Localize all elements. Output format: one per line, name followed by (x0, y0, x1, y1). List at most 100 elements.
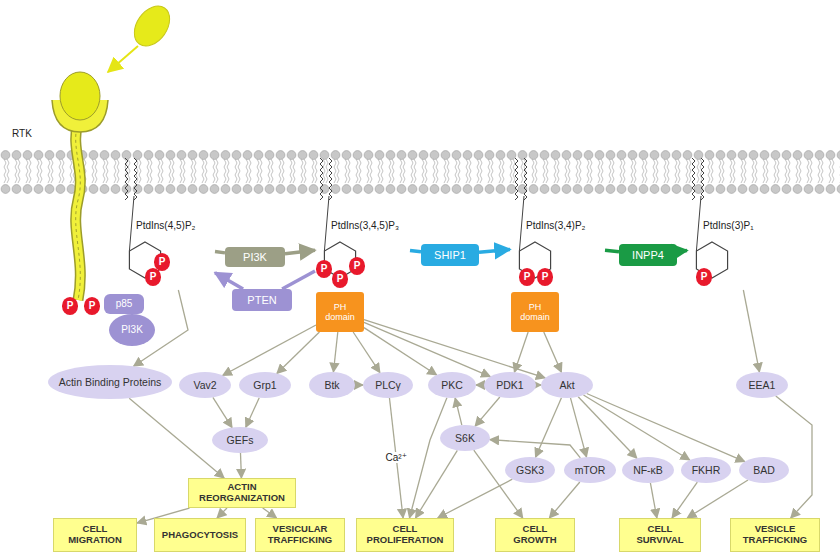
node-text: SHIP1 (434, 249, 466, 262)
enzyme-box: PI3K (225, 247, 285, 267)
phosphate-circle: P (145, 268, 161, 286)
fatty-acid-chain (320, 158, 323, 200)
node-text: P (150, 271, 157, 283)
protein-ellipse: PDK1 (484, 372, 536, 398)
lipid-tails (125, 158, 704, 251)
pathway-arrow (475, 397, 500, 426)
phosphate-circle: P (349, 257, 365, 275)
protein-ellipse: BAD (739, 457, 789, 483)
protein-ellipse: S6K (440, 425, 490, 451)
node-text: P (67, 300, 74, 312)
node-text: GSK3 (516, 464, 544, 476)
node-text: CELL GROWTH (500, 524, 570, 546)
fatty-acid-chain (692, 158, 695, 200)
receptor-tyrosine-kinase (52, 72, 108, 300)
node-text: PtdIns(3,4)P₂ (526, 220, 585, 232)
node-text: mTOR (575, 464, 606, 476)
pathway-arrow (215, 252, 225, 253)
pathway-arrow (217, 508, 227, 518)
pathway-arrow (246, 398, 259, 428)
phosphate-circle: P (316, 260, 332, 278)
outcome-box: ACTIN REORGANIZATION (188, 478, 296, 508)
pathway-arrow (677, 250, 687, 251)
node-text: Grp1 (253, 379, 276, 391)
node-text: PI3K (121, 324, 143, 336)
adaptor-box: p85 (104, 294, 144, 314)
outcome-box: VESICULAR TRAFFICKING (255, 518, 345, 552)
node-text: VESICULAR TRAFFICKING (260, 524, 340, 546)
node-text: p85 (116, 298, 133, 310)
pathway-arrow (282, 271, 315, 289)
node-text: PLCγ (375, 379, 401, 391)
node-text: P (354, 260, 361, 272)
node-text: PtdIns(4,5)P₂ (136, 220, 195, 232)
node-text: PH domain (321, 302, 359, 323)
protein-ellipse: GSK3 (505, 457, 555, 483)
pathway-arrow (544, 332, 562, 372)
pathway-arrow (364, 322, 490, 376)
lipid-headgroup: PtdIns(3,4)P₂PP (510, 200, 605, 290)
protein-ellipse: Btk (309, 372, 355, 398)
protein-ellipse: FKHR (681, 457, 732, 483)
outcome-box: CELL GROWTH (495, 518, 575, 552)
pathway-arrow (438, 479, 513, 518)
pathway-arrow (479, 249, 510, 252)
pathway-arrow (129, 398, 224, 478)
fatty-acid-chain (134, 158, 137, 200)
protein-ellipse: PKC (428, 372, 476, 398)
node-text: Actin Binding Proteins (59, 376, 162, 388)
node-text: Btk (324, 379, 339, 391)
fatty-acid-chain (125, 158, 128, 200)
outcome-box: PHAGOCYTOSIS (154, 518, 246, 552)
node-text: CELL MIGRATION (58, 524, 132, 546)
phosphate-circle: P (84, 297, 100, 315)
pathway-arrow (490, 440, 581, 458)
protein-ellipse: Akt (541, 372, 593, 398)
pathway-arrow (409, 398, 446, 518)
protein-ellipse: NF-κB (622, 457, 674, 483)
pathway-arrow (355, 384, 363, 385)
pathway-arrow (277, 332, 320, 373)
outcome-box: CELL PROLIFERATION (356, 518, 454, 552)
pathway-arrow (240, 453, 242, 478)
protein-ellipse: GEFs (212, 427, 268, 453)
node-text: PtdIns(3,4,5)P₃ (331, 220, 399, 232)
ligand (108, 0, 177, 72)
node-text: PH domain (516, 302, 554, 323)
protein-ellipse: Vav2 (179, 372, 231, 398)
node-text: CELL PROLIFERATION (361, 524, 449, 546)
node-text: P (337, 273, 344, 285)
kinase-circle: PI3K (109, 314, 155, 346)
node-text: NF-κB (633, 464, 663, 476)
node-text: P (542, 271, 549, 283)
node-text: P (89, 300, 96, 312)
pathway-arrow (213, 397, 232, 427)
enzyme-box: INPP4 (619, 244, 677, 266)
phosphate-circle: P (537, 268, 553, 286)
node-text: PtdIns(3)P₁ (703, 220, 754, 232)
node-text: CELL SURVIVAL (624, 524, 696, 546)
pathway-arrow (650, 483, 656, 518)
pathway-arrow (416, 450, 458, 518)
protein-ellipse: EEA1 (736, 372, 788, 398)
node-text: BAD (753, 464, 775, 476)
fatty-acid-chain (524, 158, 527, 200)
lipid-headgroup: PtdIns(3)P₁ P (687, 200, 782, 290)
node-text: EEA1 (749, 379, 776, 391)
glycerol-link (519, 196, 524, 251)
ph-domain-box: PH domain (316, 292, 364, 332)
node-text: INPP4 (632, 249, 664, 262)
pathway-arrow (583, 395, 689, 460)
pathway-arrow (263, 508, 277, 518)
phosphate-circle: P (62, 297, 78, 315)
pathway-arrow (605, 250, 619, 252)
node-text: P (321, 263, 328, 275)
pathway-arrow (333, 332, 337, 372)
phosphate-circle: P (696, 268, 712, 286)
pathway-arrow (455, 398, 462, 425)
protein-ellipse: Grp1 (239, 372, 291, 398)
ph-domain-box: PH domain (511, 292, 559, 332)
pathway-arrow (672, 482, 697, 518)
outcome-box: CELL SURVIVAL (619, 518, 701, 552)
receptor-label: RTK (12, 128, 32, 139)
